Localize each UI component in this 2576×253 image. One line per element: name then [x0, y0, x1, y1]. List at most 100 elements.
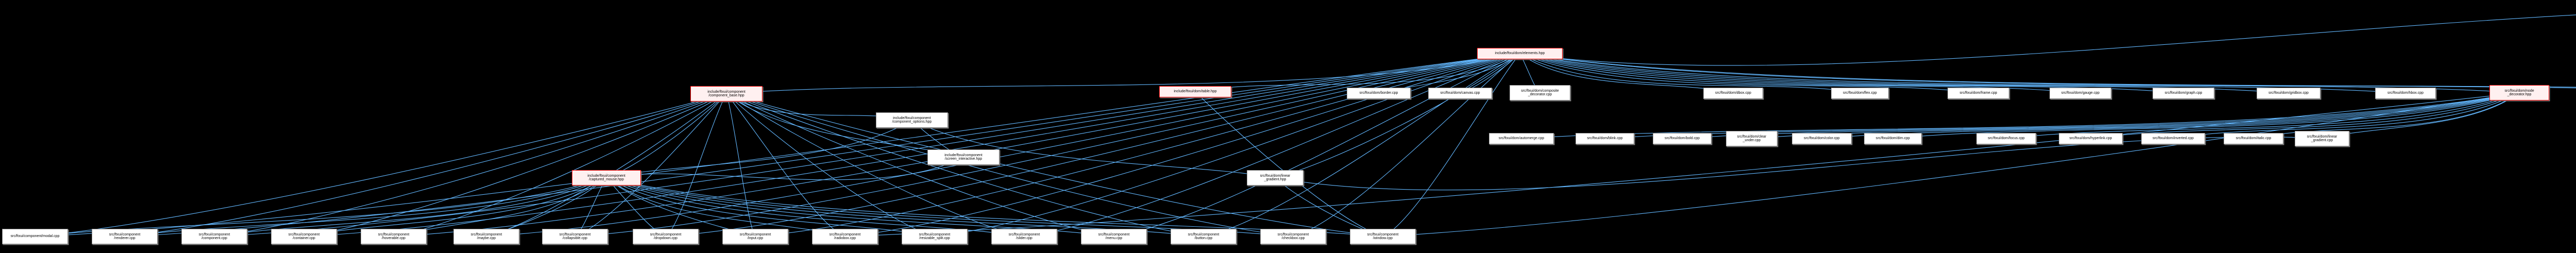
graph-edge	[1892, 92, 2520, 140]
graph-node[interactable]: src/ftxui/dom/dim.cpp	[1864, 133, 1922, 144]
graph-edge	[606, 177, 1025, 238]
graph-edge	[606, 177, 666, 237]
graph-node[interactable]: src/ftxui/component /hoverable.cpp	[361, 229, 427, 244]
graph-edge	[726, 93, 1025, 238]
graph-edge	[606, 120, 912, 179]
graph-node[interactable]: src/ftxui/component /menu.cpp	[1081, 229, 1147, 244]
graph-edge	[35, 53, 1520, 238]
graph-edge	[1519, 14, 2576, 66]
graph-edge	[393, 93, 727, 238]
graph-edge	[665, 93, 727, 237]
graph-node[interactable]: include/ftxui/component /captured_mouse.…	[572, 170, 641, 185]
graph-edge	[1519, 53, 1860, 94]
graph-edge	[124, 93, 727, 238]
graph-node[interactable]: src/ftxui/dom/italic.cpp	[2224, 133, 2283, 144]
graph-edge	[574, 177, 607, 237]
graph-edge	[844, 92, 2520, 238]
graph-node[interactable]: src/ftxui/component /collapsible.cpp	[542, 229, 608, 244]
graph-node[interactable]: src/ftxui/dom/flex.cpp	[1831, 88, 1889, 99]
graph-node[interactable]: include/ftxui/dom/table.hpp	[1159, 86, 1231, 97]
graph-node[interactable]: src/ftxui/dom/border.cpp	[1347, 88, 1411, 99]
graph-edge	[934, 53, 1520, 238]
graph-edge	[755, 53, 1520, 238]
graph-node[interactable]: src/ftxui/component /resizable_split.cpp	[902, 229, 968, 244]
graph-edge	[574, 53, 1520, 238]
graph-edge	[726, 93, 1294, 238]
graph-edge	[1751, 92, 2520, 140]
graph-edge	[606, 177, 935, 238]
graph-edge	[844, 53, 1520, 238]
graph-node[interactable]: src/ftxui/dom/hbox.cpp	[2375, 88, 2436, 99]
graph-edge	[214, 177, 607, 238]
graph-edge	[35, 177, 607, 238]
graph-edge	[303, 93, 727, 238]
graph-node[interactable]: src/ftxui/dom/hyperlink.cpp	[2059, 133, 2123, 144]
graph-node[interactable]: src/ftxui/dom/canvas.cpp	[1428, 88, 1492, 99]
graph-node[interactable]: src/ftxui/dom/inverted.cpp	[2141, 133, 2205, 144]
graph-edge	[665, 53, 1520, 238]
graph-node[interactable]: src/ftxui/dom/clear _under.cpp	[1726, 131, 1777, 146]
graph-edge	[1275, 177, 1383, 238]
graph-edge	[1382, 53, 1520, 237]
graph-node[interactable]: src/ftxui/dom/dbox.cpp	[1703, 88, 1763, 99]
graph-edge	[1113, 53, 1520, 238]
graph-edge	[1821, 92, 2520, 140]
graph-edge	[606, 177, 845, 238]
graph-edge	[726, 93, 1383, 238]
graph-edge	[606, 93, 727, 178]
graph-edge	[303, 177, 607, 238]
graph-node[interactable]: include/ftxui/component /component_optio…	[876, 112, 948, 128]
graph-edge	[726, 93, 1204, 238]
graph-node[interactable]: src/ftxui/component /maybe.cpp	[453, 229, 519, 244]
graph-edge	[726, 93, 845, 237]
graph-edge	[1521, 92, 2520, 140]
graph-edge	[1024, 53, 1520, 238]
graph-node[interactable]: src/ftxui/dom/automerge.cpp	[1489, 133, 1554, 144]
graph-edge	[486, 93, 727, 238]
graph-node[interactable]: src/ftxui/dom/node _decorator.hpp	[2489, 85, 2549, 100]
graph-edge	[1195, 53, 1520, 93]
graph-node[interactable]: src/ftxui/dom/gauge.cpp	[2049, 88, 2111, 99]
graph-node[interactable]: src/ftxui/component /checkbox.cpp	[1260, 229, 1326, 244]
graph-node[interactable]: include/ftxui/component /component_base.…	[690, 86, 762, 102]
graph-node[interactable]: src/ftxui/dom/linear _gradient.hpp	[1247, 170, 1303, 185]
graph-node[interactable]: src/ftxui/component /input.cpp	[722, 229, 788, 244]
graph-edge	[124, 53, 1520, 238]
graph-edge	[1275, 137, 2323, 191]
graph-node[interactable]: src/ftxui/component /renderer.cpp	[92, 229, 158, 244]
graph-edge	[726, 93, 756, 237]
graph-node[interactable]: src/ftxui/dom/graph.cpp	[2153, 88, 2214, 99]
graph-node[interactable]: src/ftxui/component /slider.cpp	[991, 229, 1057, 244]
graph-node[interactable]: src/ftxui/component /dropdown.cpp	[633, 229, 699, 244]
graph-edge	[606, 177, 1294, 238]
graph-edge	[486, 177, 607, 238]
graph-edge	[1382, 92, 2520, 238]
graph-edge	[574, 93, 727, 237]
graph-edge	[124, 177, 607, 238]
graph-node[interactable]: src/ftxui/dom/linear _gradient.cpp	[2295, 131, 2349, 146]
graph-node[interactable]: src/ftxui/component /button.cpp	[1171, 229, 1236, 244]
graph-node[interactable]: src/ftxui/dom/frame.cpp	[1947, 88, 2009, 99]
graph-node[interactable]: src/ftxui/dom/blink.cpp	[1575, 133, 1634, 144]
graph-edge	[35, 93, 727, 238]
graph-edge	[1682, 92, 2520, 140]
graph-edge	[911, 120, 1276, 179]
graph-node[interactable]: src/ftxui/dom/composite _decorator.cpp	[1510, 85, 1570, 100]
graph-node[interactable]: src/ftxui/dom/gridbox.cpp	[2257, 88, 2320, 99]
graph-edge	[606, 177, 1204, 238]
graph-node[interactable]: include/ftxui/component /screen_interact…	[927, 149, 999, 165]
graph-edge	[1519, 53, 2520, 94]
graph-node[interactable]: src/ftxui/component /container.cpp	[271, 229, 337, 244]
graph-edge	[486, 53, 1520, 238]
graph-node[interactable]: src/ftxui/component /window.cpp	[1350, 229, 1416, 244]
graph-edge	[1203, 53, 1520, 238]
graph-node[interactable]: src/ftxui/dom/focus.cpp	[1976, 133, 2036, 144]
graph-node[interactable]: src/ftxui/dom/bold.cpp	[1653, 133, 1711, 144]
graph-node[interactable]: src/ftxui/component /component.cpp	[181, 229, 247, 244]
graph-node[interactable]: src/ftxui/component/modal.cpp	[2, 229, 68, 244]
graph-edge	[393, 53, 1520, 238]
graph-node[interactable]: include/ftxui/dom/elements.hpp	[1477, 48, 1563, 59]
graph-node[interactable]: src/ftxui/dom/color.cpp	[1792, 133, 1852, 144]
graph-node[interactable]: src/ftxui/component /radiobox.cpp	[812, 229, 878, 244]
